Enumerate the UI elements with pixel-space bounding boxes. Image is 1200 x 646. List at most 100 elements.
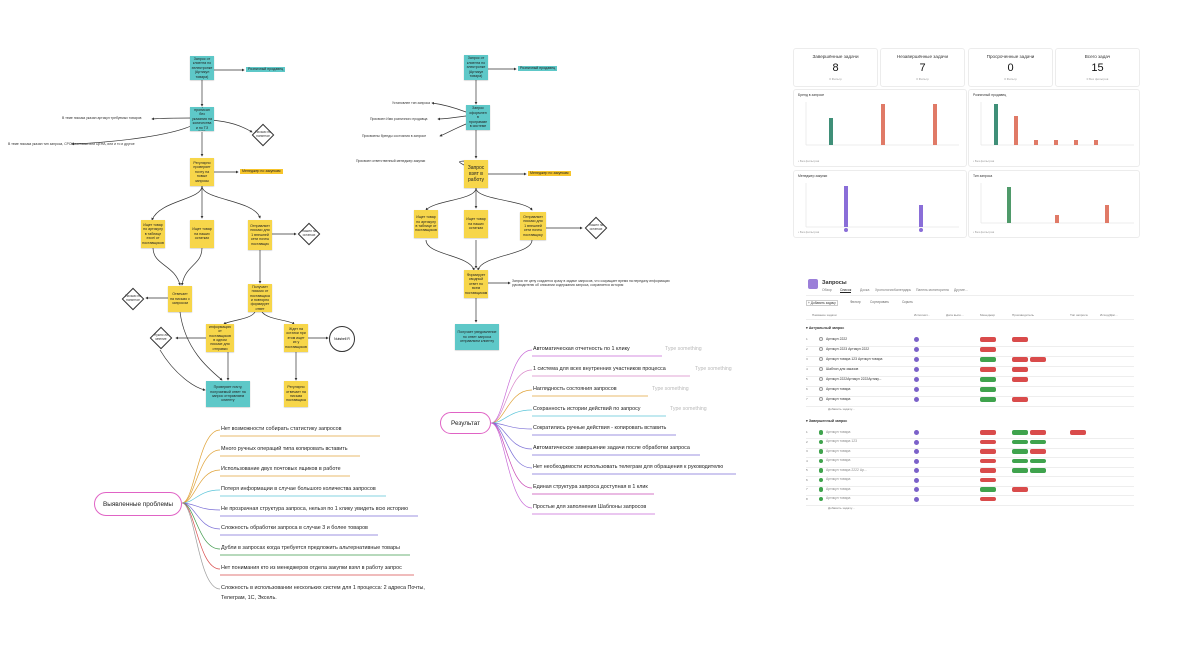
task-name[interactable]: Артикул товара	[826, 429, 851, 434]
result-item[interactable]: 1 система для всех внутренних участников…	[533, 366, 666, 372]
mindmap-result-root[interactable]: Результат	[440, 412, 491, 434]
tab-6[interactable]: Другие...	[954, 288, 968, 292]
tag-pill[interactable]	[1012, 397, 1028, 402]
column-header[interactable]: Исход/Доп...	[1100, 313, 1118, 317]
flow2-step1-card[interactable]: Запрос оформлен в программе в системе	[466, 105, 490, 130]
tag-pill[interactable]	[1012, 430, 1028, 435]
result-item[interactable]: Наглядность состояния запросов	[533, 386, 617, 392]
tab-1[interactable]: Список	[840, 288, 852, 293]
type-something-note[interactable]: Type something	[670, 406, 707, 412]
task-name[interactable]: Артикул 2222	[826, 336, 848, 341]
check-circle-icon[interactable]	[819, 387, 823, 392]
tag-pill[interactable]	[980, 337, 996, 342]
flow1-combine-card[interactable]: Объединяет информацию от поставщиков в о…	[206, 324, 234, 352]
column-header[interactable]: Дата выпо...	[946, 313, 964, 317]
tag-pill[interactable]	[1030, 430, 1046, 435]
tag-pill[interactable]	[1012, 468, 1028, 473]
section-done[interactable]: ▾ Завершенный запрос	[806, 419, 848, 423]
check-circle-icon[interactable]	[819, 377, 823, 382]
tab-2[interactable]: Доска	[860, 288, 870, 292]
flow1-decision3[interactable]: Письмо не понятное	[121, 287, 145, 311]
flow1-decision1[interactable]: Письмо не понятное	[251, 123, 275, 147]
column-header[interactable]: Исполнит...	[914, 313, 930, 317]
flow1-end-circle[interactable]: Nutshell R	[329, 326, 355, 352]
problem-item[interactable]: Потеря информации в случае большого коли…	[221, 486, 376, 492]
flow2-branch-c[interactable]: Отправляет письмо для 1 внешней сети поч…	[520, 212, 546, 240]
type-something-note[interactable]: Type something	[652, 386, 689, 392]
result-item[interactable]: Единая структура запроса доступная в 1 к…	[533, 484, 648, 490]
column-header[interactable]: Менеджер	[980, 313, 996, 317]
result-item[interactable]: Нет необходимости использовать телеграм …	[533, 464, 724, 470]
tag-pill[interactable]	[980, 387, 996, 392]
task-name[interactable]: Артикул 2222Артикул 2222Артику...	[826, 376, 882, 381]
flow2-final-card[interactable]: Получает уведомление по ответ запроса от…	[455, 324, 499, 350]
tag-pill[interactable]	[1030, 468, 1046, 473]
toolbar-item-2[interactable]: Сортировать	[870, 300, 890, 304]
problem-item[interactable]: Не прозрачная структура запроса, нельзя …	[221, 506, 408, 512]
task-name[interactable]: Шаблон для заказов	[826, 366, 859, 371]
column-header[interactable]: Тип запроса	[1070, 313, 1088, 317]
flow1-step1-card[interactable]: Запрос прописан без указания на количест…	[190, 107, 214, 131]
done-check-icon[interactable]	[819, 496, 824, 502]
flow1-decision4[interactable]: Нужно ли мнение	[149, 326, 173, 350]
problem-item[interactable]: Много ручных операций типа копировать вс…	[221, 446, 348, 452]
mindmap-problems-root[interactable]: Выявленные проблемы	[94, 492, 182, 516]
flow2-start-card[interactable]: Запрос от клиента по электронке (Артикул…	[464, 55, 488, 80]
result-item[interactable]: Сократились ручные действия - копировать…	[533, 425, 667, 431]
tag-pill[interactable]	[1012, 458, 1028, 464]
tag-pill[interactable]	[1030, 439, 1046, 445]
type-something-note[interactable]: Type something	[695, 366, 732, 372]
flow1-resend-card[interactable]: Регулярно отвечает на письма поставщика	[284, 381, 308, 407]
problem-item[interactable]: Дубли в запросах когда требуется предлож…	[221, 545, 400, 551]
tag-pill[interactable]	[1012, 337, 1028, 342]
result-item[interactable]: Автоматическая отчетность по 1 клику	[533, 346, 630, 352]
toolbar-item-1[interactable]: Фильтр	[850, 300, 861, 304]
flow1-reply-card[interactable]: Получает письмо от поставщика и повторно…	[248, 284, 272, 312]
done-check-icon[interactable]	[819, 449, 824, 454]
result-item[interactable]: Простые для заполнения Шаблоны запросов	[533, 504, 647, 510]
done-check-icon[interactable]	[819, 430, 824, 435]
tag-pill[interactable]	[980, 477, 996, 483]
done-check-icon[interactable]	[819, 487, 824, 492]
flow2-taken-card[interactable]: Запрос взят в работу	[464, 160, 488, 188]
flow1-branch-b[interactable]: Ищет товар на наших остатках	[190, 220, 214, 248]
tab-4[interactable]: Календарь	[894, 288, 912, 292]
tag-pill[interactable]	[1012, 357, 1028, 362]
tag-pill[interactable]	[980, 496, 996, 502]
task-name[interactable]: Артикул товара	[826, 396, 851, 401]
tag-pill[interactable]	[1012, 439, 1028, 445]
tab-0[interactable]: Обзор	[822, 288, 832, 292]
flow1-decision2[interactable]: Нашел на остатках	[297, 222, 321, 246]
flow1-branch-c[interactable]: Отправляет письмо для 1 внешней сети поч…	[248, 220, 272, 250]
toolbar-item-3[interactable]: Скрыть	[902, 300, 913, 304]
task-name[interactable]: Артикул товара	[826, 477, 851, 482]
add-task-link[interactable]: Добавить задачу...	[828, 506, 855, 510]
task-row[interactable]	[806, 386, 1134, 396]
flow1-branch-a[interactable]: Ищет товар по артикулу в таблице excel о…	[141, 220, 165, 248]
chart-panel-brand[interactable]: Бренд в запросе • Без фильтров	[793, 89, 967, 167]
check-circle-icon[interactable]	[819, 357, 823, 362]
task-name[interactable]: Артикул товара	[826, 448, 851, 453]
tag-pill[interactable]	[980, 367, 996, 372]
done-check-icon[interactable]	[819, 477, 824, 483]
done-check-icon[interactable]	[819, 458, 824, 464]
task-name[interactable]: Артикул товара	[826, 486, 851, 491]
task-name[interactable]: Артикул товара	[826, 458, 851, 463]
problem-item[interactable]: Нет возможности собирать статистику запр…	[221, 426, 342, 432]
flow2-branch-a[interactable]: Ищет товар по артикулу в таблице от пост…	[414, 210, 438, 238]
task-name[interactable]: Артикул 2223 Артикул 2222	[826, 346, 870, 351]
tag-pill[interactable]	[1030, 449, 1046, 454]
task-name[interactable]: Артикул товара	[826, 496, 851, 501]
tag-pill[interactable]	[980, 468, 996, 473]
tab-5[interactable]: Панель мониторинга	[916, 288, 949, 292]
column-header[interactable]: Название задачи	[812, 313, 837, 317]
task-row[interactable]	[806, 336, 1134, 346]
tag-pill[interactable]	[980, 458, 996, 464]
tag-pill[interactable]	[980, 430, 996, 435]
tag-pill[interactable]	[980, 347, 996, 352]
flow1-check-card[interactable]: Проверяет почту, получаемый ответ на зап…	[206, 381, 250, 407]
tag-pill[interactable]	[1012, 449, 1028, 454]
